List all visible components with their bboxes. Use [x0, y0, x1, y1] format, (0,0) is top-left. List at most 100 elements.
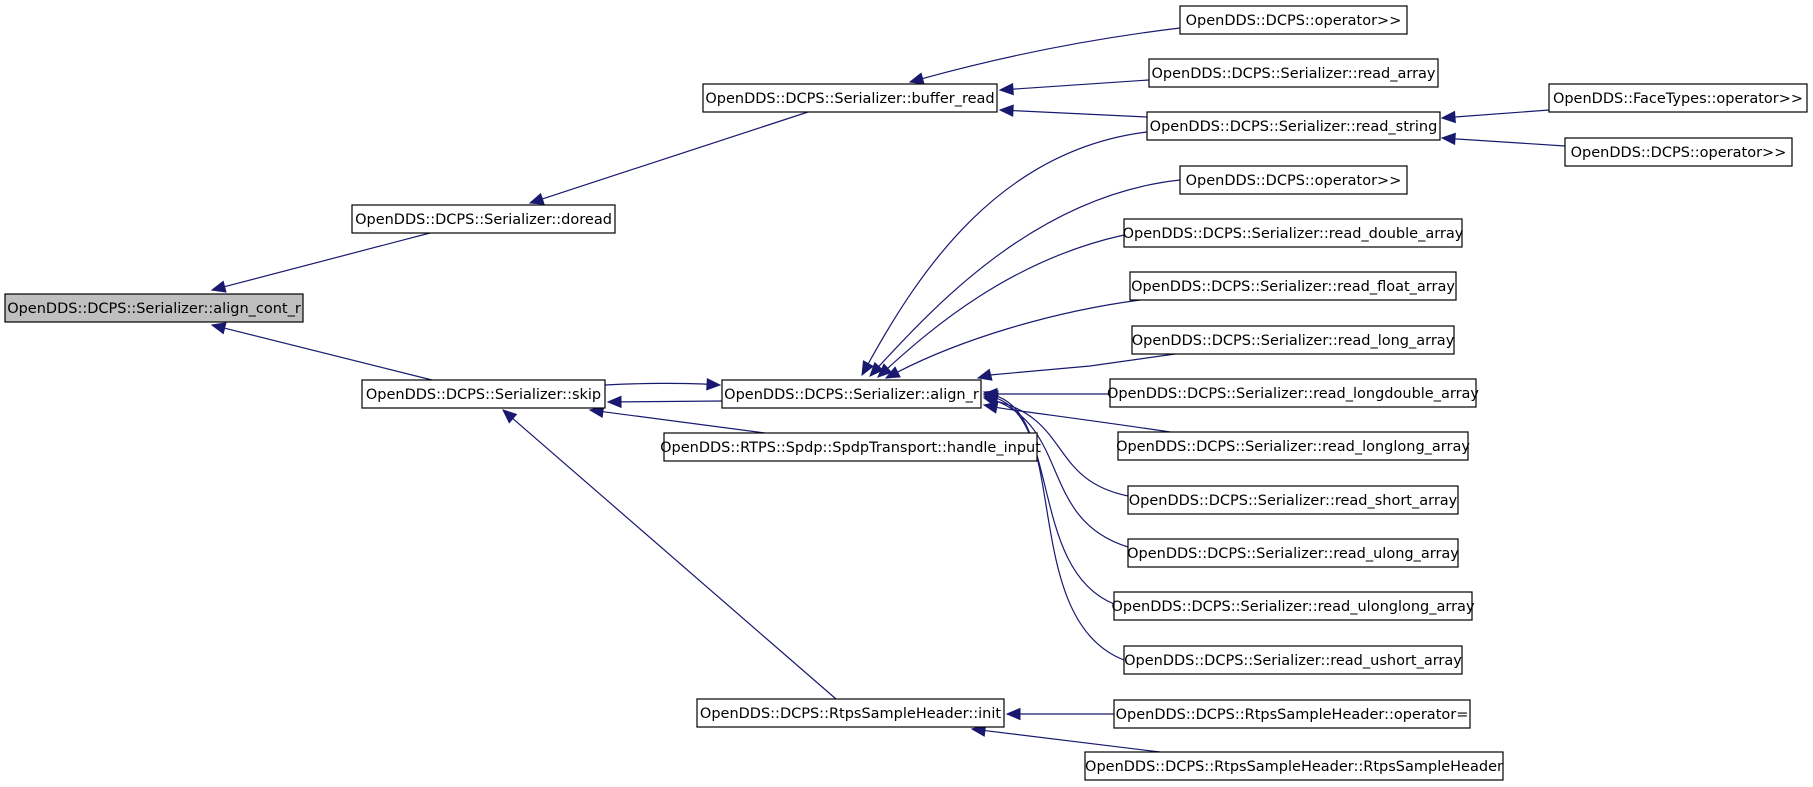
node-label: OpenDDS::DCPS::RtpsSampleHeader::init: [700, 706, 1001, 722]
node-doread[interactable]: OpenDDS::DCPS::Serializer::doread: [351, 204, 616, 234]
node-op-b[interactable]: OpenDDS::DCPS::operator>>: [1179, 165, 1408, 195]
node-box: [1113, 591, 1473, 621]
edge-buffer_read-to-doread-arrowhead: [528, 192, 545, 205]
node-box: [702, 83, 998, 113]
node-buffer-read[interactable]: OpenDDS::DCPS::Serializer::buffer_read: [702, 83, 998, 113]
node-read-array[interactable]: OpenDDS::DCPS::Serializer::read_array: [1148, 58, 1439, 88]
edge-read_string-to-align_r: [867, 131, 1148, 364]
node-label: OpenDDS::FaceTypes::operator>>: [1553, 91, 1803, 107]
edge-read_short_array-to-align_r: [996, 400, 1129, 497]
node-read-ulonglong-array[interactable]: OpenDDS::DCPS::Serializer::read_ulonglon…: [1111, 591, 1475, 621]
node-box: [1117, 431, 1469, 461]
node-label: OpenDDS::DCPS::RtpsSampleHeader::operato…: [1116, 707, 1469, 723]
edge-op_a-to-buffer_read: [922, 27, 1181, 80]
edge-read_float_array-to-align_r-arrowhead: [884, 366, 901, 379]
node-label: OpenDDS::DCPS::operator>>: [1571, 145, 1787, 161]
node-read-longdouble-array[interactable]: OpenDDS::DCPS::Serializer::read_longdoub…: [1107, 378, 1479, 408]
node-box: [1123, 218, 1463, 248]
edge-read_long_array-to-align_r-arrowhead: [976, 368, 993, 381]
node-read-short-array[interactable]: OpenDDS::DCPS::Serializer::read_short_ar…: [1127, 485, 1459, 515]
node-box: [1113, 699, 1471, 729]
node-read-ulong-array[interactable]: OpenDDS::DCPS::Serializer::read_ulong_ar…: [1127, 538, 1459, 568]
node-box: [1548, 83, 1808, 113]
node-label: OpenDDS::DCPS::Serializer::read_long_arr…: [1132, 333, 1455, 349]
edge-op_b-to-align_r-arrowhead: [869, 361, 884, 377]
edge-read_ushort_array-to-align_r: [996, 395, 1125, 661]
node-read-long-array[interactable]: OpenDDS::DCPS::Serializer::read_long_arr…: [1131, 325, 1455, 355]
node-label: OpenDDS::DCPS::Serializer::align_cont_r: [7, 301, 301, 317]
node-box: [361, 379, 606, 409]
node-box: [1129, 271, 1457, 301]
node-label: OpenDDS::DCPS::operator>>: [1186, 13, 1402, 29]
node-op-c[interactable]: OpenDDS::DCPS::operator>>: [1564, 137, 1793, 167]
edge-read_ulonglong_array-to-align_r: [996, 397, 1115, 605]
edge-skip-to-align_cont_r-arrowhead: [210, 322, 227, 335]
node-box: [1127, 538, 1459, 568]
node-label: OpenDDS::DCPS::Serializer::doread: [355, 212, 612, 228]
edge-rsh_init-to-skip: [512, 418, 837, 700]
edge-read_string-to-align_r-arrowhead: [861, 360, 875, 377]
edge-doread-to-align_cont_r: [224, 232, 431, 288]
node-box: [1179, 5, 1408, 35]
edge-read_string-to-buffer_read-arrowhead: [998, 104, 1014, 117]
edge-op_a-to-buffer_read-arrowhead: [908, 72, 925, 85]
edges-layer: [210, 27, 1566, 753]
node-label: OpenDDS::DCPS::operator>>: [1186, 173, 1402, 189]
node-rsh-op-assign[interactable]: OpenDDS::DCPS::RtpsSampleHeader::operato…: [1113, 699, 1471, 729]
node-read-double-array[interactable]: OpenDDS::DCPS::Serializer::read_double_a…: [1123, 218, 1464, 248]
edge-read_ushort_array-to-align_r-arrowhead: [982, 390, 999, 403]
edge-skip-to-align_r-arrowhead: [706, 377, 722, 391]
node-box: [351, 204, 616, 234]
node-align-cont-r[interactable]: OpenDDS::DCPS::Serializer::align_cont_r: [4, 293, 304, 323]
node-box: [1179, 165, 1408, 195]
node-read-float-array[interactable]: OpenDDS::DCPS::Serializer::read_float_ar…: [1129, 271, 1457, 301]
node-handle-input[interactable]: OpenDDS::RTPS::Spdp::SpdpTransport::hand…: [660, 432, 1041, 462]
edge-rsh_ctor-to-rsh_init: [984, 729, 1161, 753]
node-rsh-ctor[interactable]: OpenDDS::DCPS::RtpsSampleHeader::RtpsSam…: [1084, 751, 1504, 781]
node-rsh-init[interactable]: OpenDDS::DCPS::RtpsSampleHeader::init: [696, 698, 1005, 728]
node-label: OpenDDS::DCPS::Serializer::read_string: [1150, 119, 1438, 135]
edge-op_c-to-read_string: [1454, 138, 1566, 147]
node-read-longlong-array[interactable]: OpenDDS::DCPS::Serializer::read_longlong…: [1116, 431, 1470, 461]
node-read-ushort-array[interactable]: OpenDDS::DCPS::Serializer::read_ushort_a…: [1123, 645, 1463, 675]
edge-rsh_op_assign-to-rsh_init-arrowhead: [1005, 707, 1021, 721]
node-box: [696, 698, 1005, 728]
node-align-r[interactable]: OpenDDS::DCPS::Serializer::align_r: [721, 379, 982, 409]
node-box: [1148, 58, 1439, 88]
node-label: OpenDDS::DCPS::Serializer::read_ulonglon…: [1111, 599, 1474, 615]
node-label: OpenDDS::DCPS::Serializer::read_longdoub…: [1107, 386, 1479, 402]
edge-read_array-to-buffer_read-arrowhead: [998, 82, 1014, 96]
node-label: OpenDDS::DCPS::Serializer::read_short_ar…: [1129, 493, 1458, 509]
node-op-a[interactable]: OpenDDS::DCPS::operator>>: [1179, 5, 1408, 35]
edge-read_float_array-to-align_r: [897, 299, 1141, 373]
node-box: [1131, 325, 1455, 355]
node-box: [1146, 111, 1441, 141]
node-facetypes-op[interactable]: OpenDDS::FaceTypes::operator>>: [1548, 83, 1808, 113]
node-label: OpenDDS::DCPS::Serializer::read_float_ar…: [1131, 279, 1455, 295]
edge-read_long_array-to-align_r: [989, 353, 1176, 376]
node-box: [1564, 137, 1793, 167]
edge-facetypes_op-to-read_string-arrowhead: [1440, 110, 1456, 124]
node-box: [1127, 485, 1459, 515]
node-box: [663, 432, 1038, 462]
edge-facetypes_op-to-read_string: [1454, 109, 1550, 118]
edge-read_array-to-buffer_read: [1012, 79, 1150, 90]
node-label: OpenDDS::DCPS::Serializer::read_ulong_ar…: [1127, 546, 1459, 562]
node-label: OpenDDS::DCPS::Serializer::align_r: [724, 387, 979, 403]
node-label: OpenDDS::DCPS::Serializer::read_double_a…: [1123, 226, 1464, 242]
edge-read_double_array-to-align_r: [887, 234, 1125, 369]
edge-read_double_array-to-align_r-arrowhead: [877, 363, 893, 378]
nodes-layer: OpenDDS::DCPS::Serializer::align_cont_rO…: [4, 5, 1808, 781]
node-box: [721, 379, 982, 409]
edge-doread-to-align_cont_r-arrowhead: [210, 280, 227, 293]
node-read-string[interactable]: OpenDDS::DCPS::Serializer::read_string: [1146, 111, 1441, 141]
edge-align_r-to-skip: [620, 400, 723, 403]
edge-skip-to-align_r: [604, 382, 708, 386]
node-box: [1123, 645, 1463, 675]
node-skip[interactable]: OpenDDS::DCPS::Serializer::skip: [361, 379, 606, 409]
node-box: [1109, 378, 1477, 408]
node-label: OpenDDS::DCPS::RtpsSampleHeader::RtpsSam…: [1085, 759, 1503, 775]
edge-align_r-to-skip-arrowhead: [606, 395, 622, 409]
